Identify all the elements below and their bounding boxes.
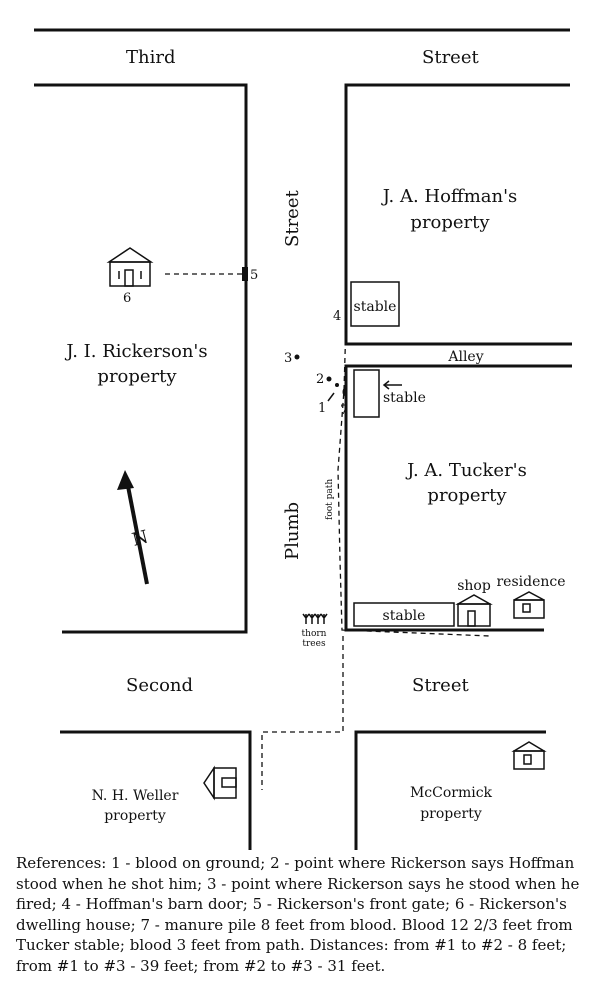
hoffman-property-label-1: J. A. Hoffman's [381, 186, 518, 207]
tucker-stable-label: stable [383, 390, 426, 406]
thorn-trees-icon [302, 613, 328, 624]
thorn-trees-label-1: thorn [302, 629, 327, 639]
shop-label: shop [457, 578, 491, 594]
second-street-label-right: Street [412, 675, 469, 696]
mccormick-property-label-1: McCormick [410, 785, 493, 801]
foot-path-line [337, 321, 491, 637]
marker-1-label: 1 [318, 401, 326, 416]
path-to-second-street [261, 636, 344, 790]
marker-1-dot [335, 383, 339, 387]
rickerson-block-outline [34, 83, 248, 634]
tucker-property-label-2: property [427, 485, 507, 506]
north-arrow-icon [117, 470, 149, 585]
tucker-property-label-1: J. A. Tucker's [405, 460, 527, 481]
weller-house-icon [203, 765, 237, 801]
rickerson-property-label-1: J. I. Rickerson's [64, 341, 207, 362]
marker-2-dot [326, 376, 332, 382]
mccormick-block-outline [354, 730, 546, 850]
tucker-stable-arrowhead [382, 380, 390, 390]
front-gate-marker [242, 267, 248, 281]
references-text: References: 1 - blood on ground; 2 - poi… [16, 854, 580, 975]
tucker-stable [353, 369, 380, 418]
north-label: N [130, 526, 151, 550]
third-street-label-left: Third [126, 47, 175, 68]
marker-4-label: 4 [333, 309, 341, 324]
hoffman-stable-label: stable [354, 299, 397, 315]
hoffman-stable [350, 281, 400, 327]
thorn-trees-label-2: trees [302, 639, 326, 649]
tucker-block-outline [344, 364, 572, 632]
hoffman-property-label-2: property [410, 212, 490, 233]
rickerson-house-icon [106, 247, 154, 287]
plumb-street-label: Plumb [282, 502, 303, 560]
marker-6-label: 6 [123, 291, 131, 306]
shop-icon [455, 594, 493, 627]
residence-label: residence [496, 574, 565, 590]
hoffman-block-outline [344, 83, 572, 346]
map: Third Street Street Plumb Second Street … [34, 28, 572, 850]
weller-block-outline [60, 730, 252, 850]
weller-property-label-1: N. H. Weller [92, 788, 179, 804]
marker-3-dot [294, 354, 300, 360]
third-street-label-right: Street [422, 47, 479, 68]
rickerson-property-label-2: property [97, 366, 177, 387]
foot-path-label: foot path [325, 479, 335, 520]
bottom-stable [353, 602, 455, 627]
plumb-street-label-upper: Street [282, 190, 303, 247]
marker-7-label: 7 [340, 403, 348, 418]
residence-icon [513, 591, 545, 619]
marker-2-label: 2 [316, 372, 324, 387]
bottom-stable-label: stable [383, 608, 426, 624]
mccormick-property-label-2: property [420, 806, 482, 822]
second-street-label-left: Second [126, 675, 193, 696]
marker-5-label: 5 [250, 268, 258, 283]
weller-property-label-2: property [104, 808, 166, 824]
manure-pile-marker [342, 388, 348, 396]
mccormick-house-icon [511, 741, 547, 770]
marker-3-label: 3 [284, 351, 292, 366]
alley-label: Alley [447, 349, 483, 365]
marker-1-arrow [327, 392, 335, 402]
